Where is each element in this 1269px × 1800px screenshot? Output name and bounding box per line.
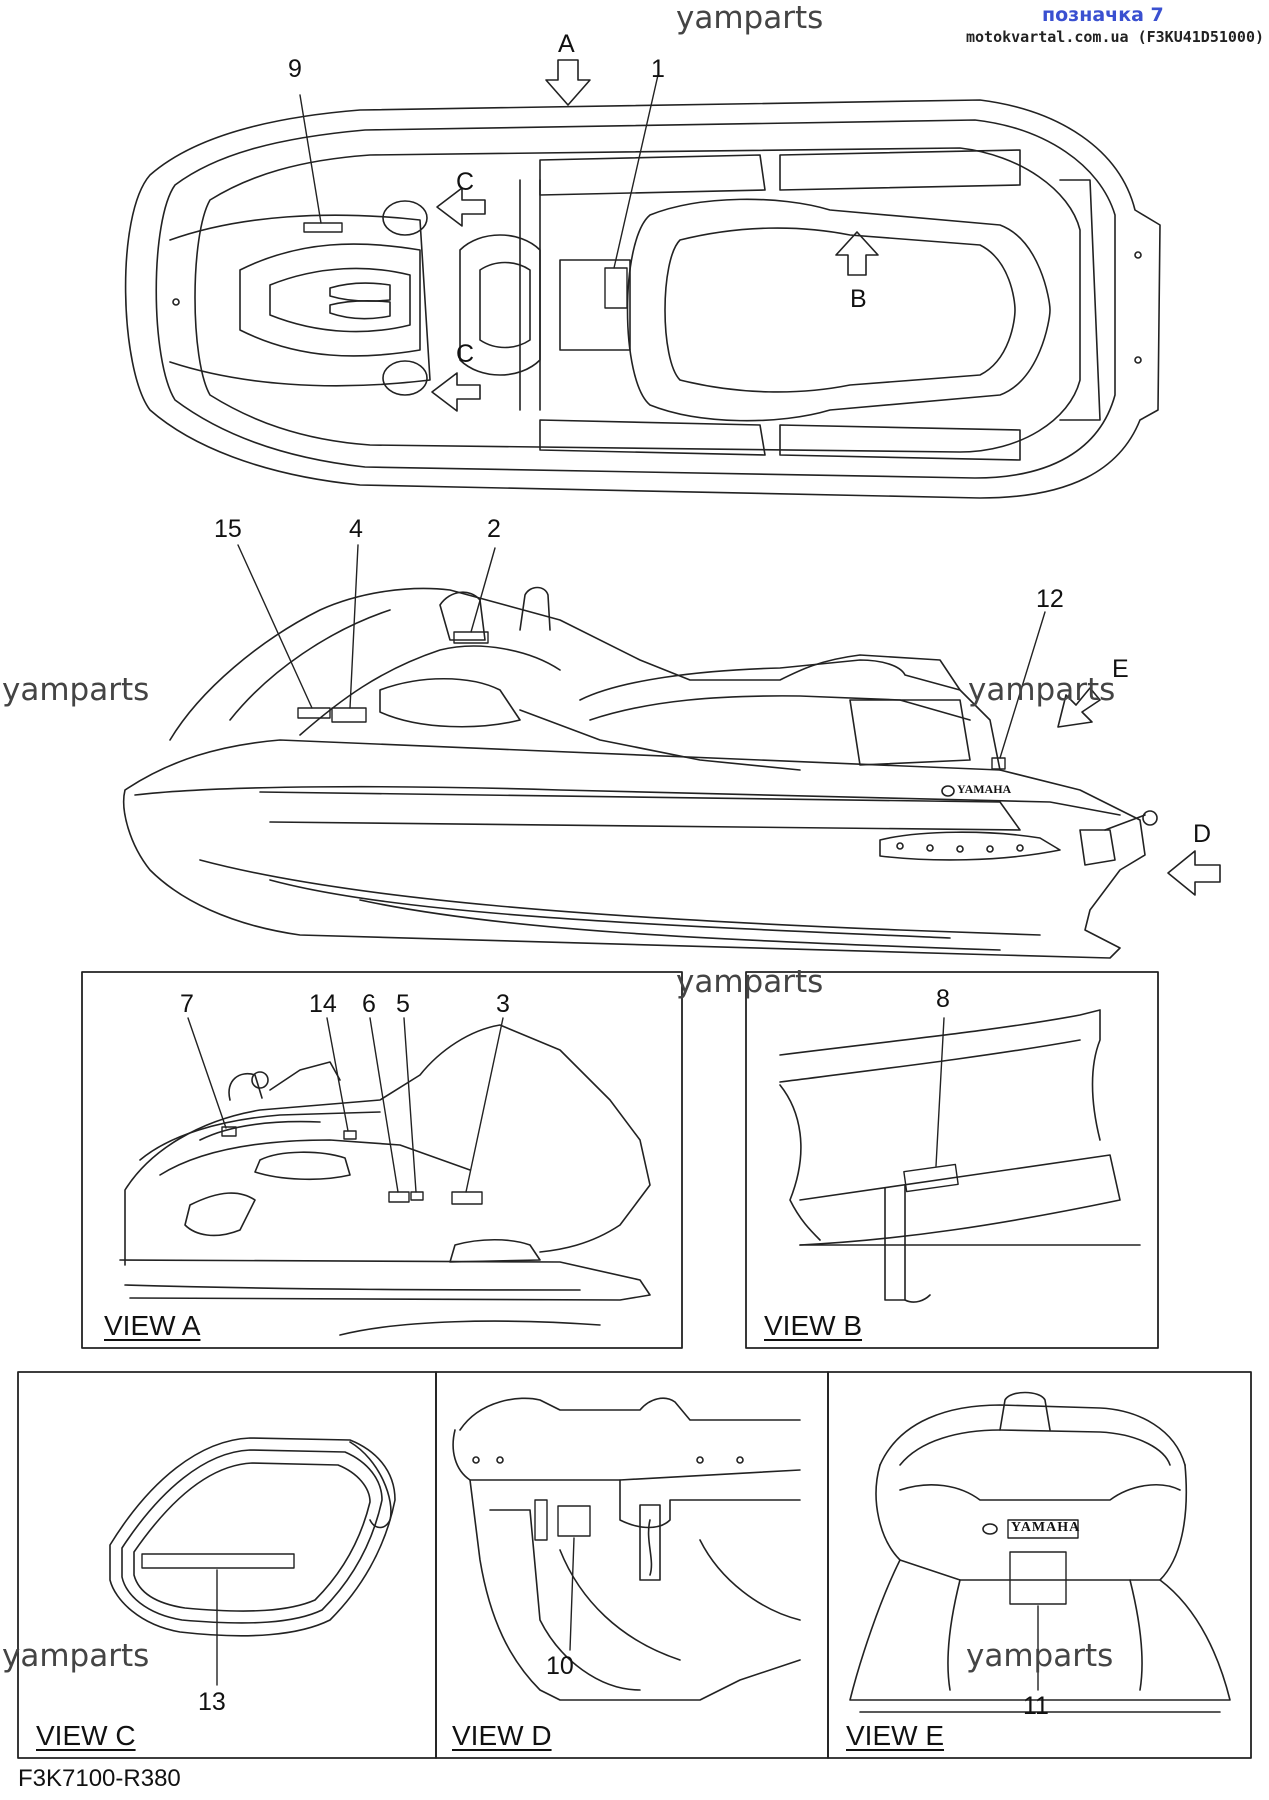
callout-11: 11: [1023, 1692, 1049, 1720]
diagram-code: F3K7100-R380: [18, 1765, 181, 1792]
callout-12: 12: [1036, 585, 1064, 613]
callout-4: 4: [349, 515, 363, 543]
view-d-box: [435, 1371, 829, 1759]
callout-5: 5: [396, 990, 410, 1018]
view-b-label: VIEW B: [764, 1310, 863, 1341]
view-a-box: [81, 971, 683, 1349]
view-c-box: [17, 1371, 437, 1759]
callout-6: 6: [362, 990, 376, 1018]
callout-13: 13: [198, 1688, 226, 1716]
arrow-c-upper-icon: [436, 187, 486, 227]
callout-7: 7: [180, 990, 194, 1018]
arrow-d-icon: [1167, 850, 1221, 896]
callout-9: 9: [288, 55, 302, 83]
watermark-left: yamparts: [2, 672, 150, 708]
view-d-label: VIEW D: [452, 1720, 552, 1751]
callout-8: 8: [936, 985, 950, 1013]
callout-3: 3: [496, 990, 510, 1018]
arrow-label-b: B: [850, 285, 867, 313]
top-view-hull: [124, 99, 1161, 499]
callout-1: 1: [651, 55, 665, 83]
side-view-hull: [122, 586, 1158, 959]
arrow-b-icon: [835, 231, 879, 276]
arrow-label-c-lower: C: [456, 340, 475, 368]
reference-badge: позначка 7: [1042, 4, 1164, 26]
view-e-label: VIEW E: [846, 1720, 945, 1751]
arrow-c-lower-icon: [431, 372, 481, 412]
arrow-a-icon: [545, 59, 591, 106]
arrow-label-a: A: [558, 30, 575, 58]
arrow-e-icon: [1057, 687, 1101, 728]
watermark-top: yamparts: [676, 0, 824, 36]
callout-2: 2: [487, 515, 501, 543]
rear-hull-logo: YAMAHA: [1011, 1520, 1081, 1535]
arrow-label-d: D: [1193, 820, 1212, 848]
arrow-label-e: E: [1112, 655, 1129, 683]
view-c-label: VIEW C: [36, 1720, 136, 1751]
watermark-bottom-left: yamparts: [2, 1638, 150, 1674]
callout-15: 15: [214, 515, 242, 543]
top-view-leaders: [299, 74, 659, 269]
view-b-box: [745, 971, 1159, 1349]
side-hull-logo: YAMAHA: [957, 782, 1012, 796]
site-reference: motokvartal.com.ua (F3KU41D51000): [966, 28, 1265, 46]
side-view-leaders: [237, 544, 1046, 759]
view-a-label: VIEW A: [104, 1310, 201, 1341]
view-e-box: [827, 1371, 1252, 1759]
watermark-middle: yamparts: [676, 964, 824, 1000]
watermark-right: yamparts: [968, 672, 1116, 708]
arrow-label-c-upper: C: [456, 168, 475, 196]
callout-14: 14: [309, 990, 337, 1018]
callout-10: 10: [546, 1652, 574, 1680]
watermark-bottom-right: yamparts: [966, 1638, 1114, 1674]
